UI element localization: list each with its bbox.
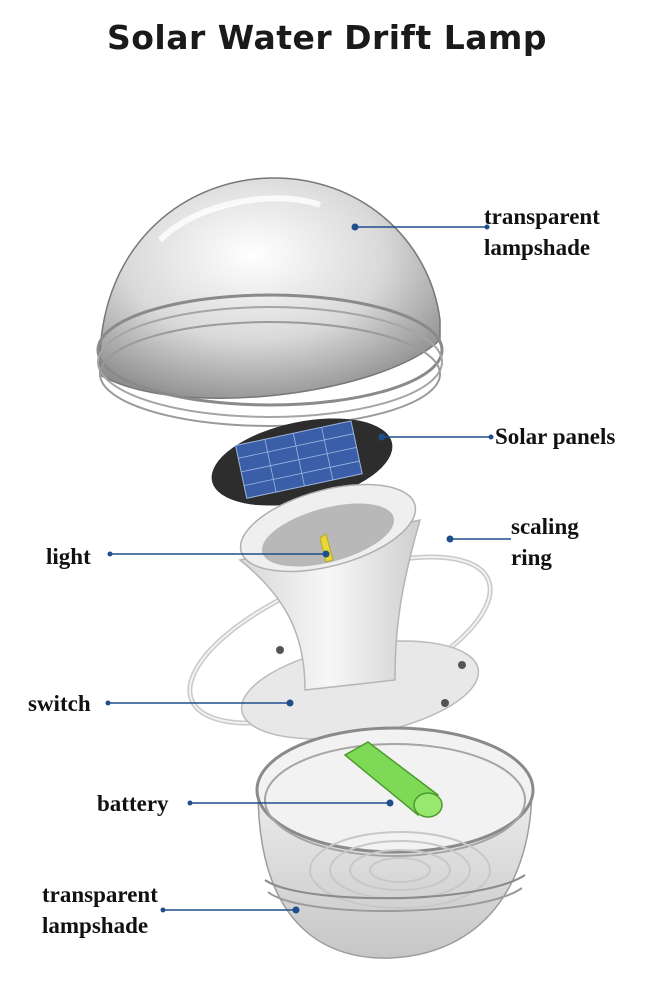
label-battery: battery [97,791,169,816]
label-top-lampshade-line1: transparent [484,204,600,229]
label-scaling-ring-line2: ring [511,545,552,570]
label-bottom-lampshade: transparent lampshade [42,879,158,941]
label-scaling-ring-line1: scaling [511,514,579,539]
label-scaling-ring: scaling ring [511,511,579,573]
diagram-title: Solar Water Drift Lamp [106,18,548,57]
top-lampshade-shape [96,177,444,427]
leader-lines [105,223,511,914]
label-bottom-lampshade-line2: lampshade [42,913,149,938]
lamp-body-shape [238,483,480,742]
label-switch: switch [28,691,91,716]
label-bottom-lampshade-line1: transparent [42,882,158,907]
label-solar-panels: Solar panels [495,424,616,449]
label-top-lampshade: transparent lampshade [484,201,600,263]
solar-panel-shape [211,418,393,506]
label-light: light [46,544,91,569]
label-top-lampshade-line2: lampshade [484,235,591,260]
battery-shape [343,741,443,818]
